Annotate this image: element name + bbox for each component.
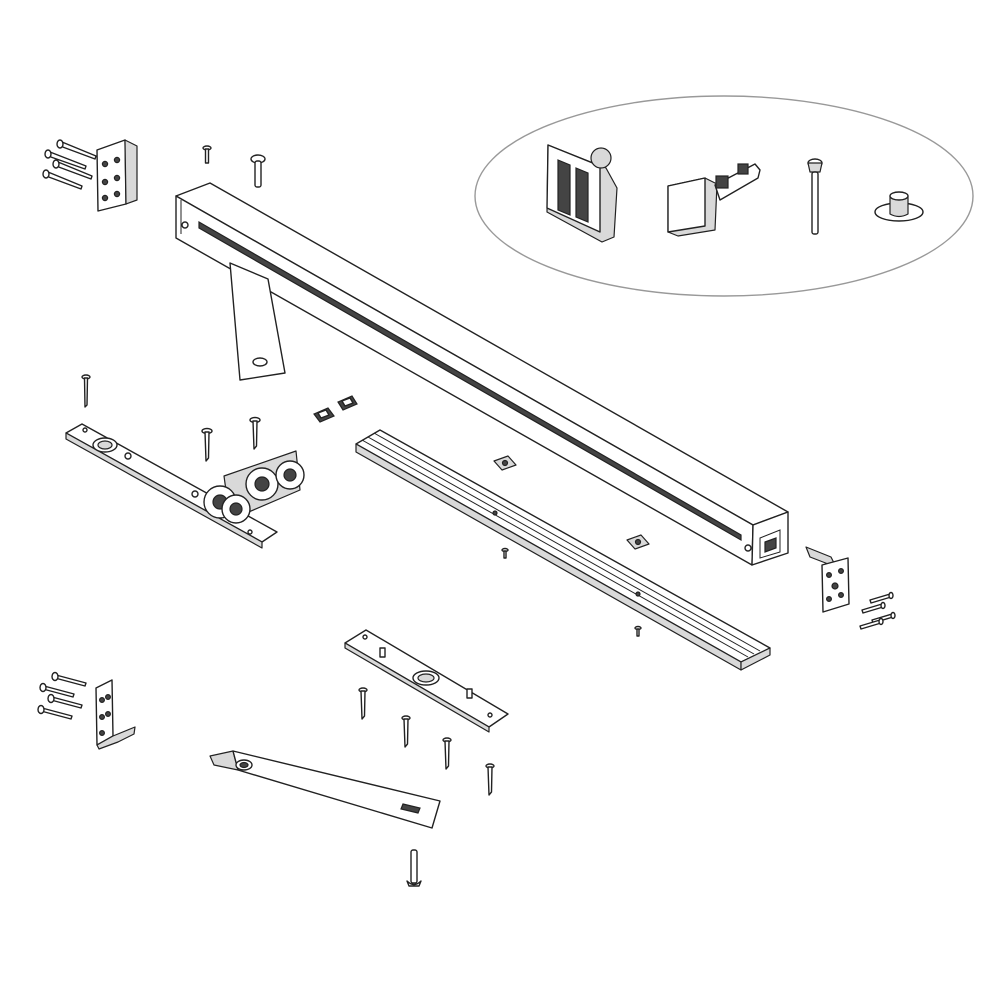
track-clips bbox=[313, 395, 358, 423]
accessory-callout bbox=[474, 95, 974, 297]
wall-screws-top bbox=[42, 139, 97, 190]
callout-ellipse bbox=[474, 95, 974, 297]
end-bracket-right bbox=[805, 546, 850, 613]
wall-bracket-top bbox=[96, 139, 138, 212]
bottom-screws bbox=[358, 687, 495, 796]
tiny-screws bbox=[501, 547, 642, 637]
hanger-plate bbox=[229, 262, 286, 381]
wall-screws-bottom bbox=[37, 671, 87, 720]
guide-pads bbox=[493, 455, 650, 550]
floor-guide-pin bbox=[874, 191, 924, 222]
carriage-screws bbox=[81, 374, 261, 462]
bottom-bolt bbox=[406, 849, 422, 887]
bottom-carriage-plate bbox=[344, 629, 509, 733]
roller-carriage bbox=[203, 450, 305, 524]
pivot-arm bbox=[209, 750, 441, 829]
top-screws bbox=[202, 145, 266, 188]
long-bolt bbox=[807, 158, 823, 235]
stopper-block bbox=[667, 163, 761, 237]
small-screw bbox=[202, 145, 212, 164]
soft-close-housing bbox=[546, 144, 618, 243]
countersunk-bolt bbox=[250, 154, 266, 188]
main-track-rail bbox=[175, 182, 789, 566]
wall-bracket-bottom bbox=[95, 679, 136, 750]
floor-guide-track bbox=[355, 429, 771, 671]
end-screws-right bbox=[859, 591, 896, 630]
